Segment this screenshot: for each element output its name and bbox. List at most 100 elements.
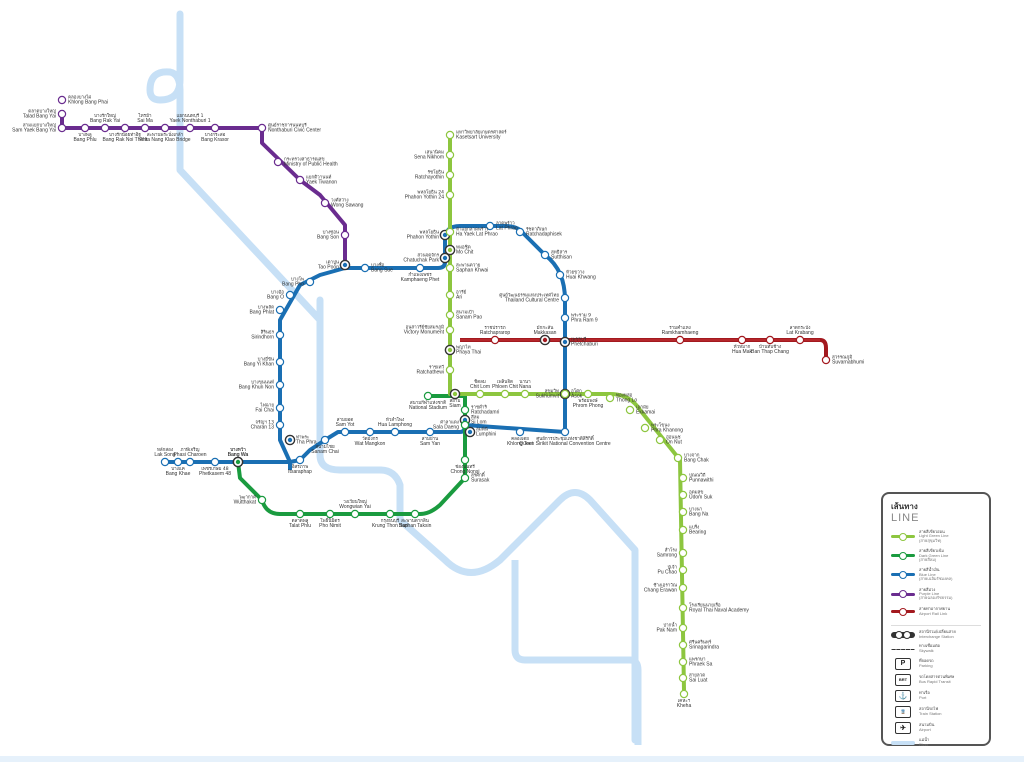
- station-marker[interactable]: [673, 453, 683, 463]
- station-marker[interactable]: [257, 495, 267, 505]
- station-marker[interactable]: [295, 175, 305, 185]
- station-marker[interactable]: [678, 473, 688, 483]
- station-marker[interactable]: [305, 277, 315, 287]
- station-marker[interactable]: [485, 221, 495, 231]
- station-marker[interactable]: [540, 250, 550, 260]
- station-marker[interactable]: [340, 427, 350, 437]
- station-marker[interactable]: [160, 457, 170, 467]
- station-marker[interactable]: [257, 123, 267, 133]
- station-marker[interactable]: [560, 313, 570, 323]
- station-marker[interactable]: [560, 389, 570, 399]
- station-marker[interactable]: [295, 509, 305, 519]
- station-marker[interactable]: [275, 420, 285, 430]
- station-marker[interactable]: [655, 435, 665, 445]
- station-marker[interactable]: [275, 380, 285, 390]
- station-marker[interactable]: [605, 393, 615, 403]
- station-marker[interactable]: [445, 190, 455, 200]
- station-marker[interactable]: [640, 423, 650, 433]
- station-marker[interactable]: [678, 640, 688, 650]
- station-marker[interactable]: [295, 455, 305, 465]
- station-marker[interactable]: [515, 427, 525, 437]
- station-marker[interactable]: [560, 427, 570, 437]
- station-marker[interactable]: [57, 95, 67, 105]
- station-marker[interactable]: [737, 335, 747, 345]
- station-label-th: โรงเรียนนายเรือ: [689, 602, 721, 609]
- station-marker[interactable]: [795, 335, 805, 345]
- station-marker[interactable]: [410, 509, 420, 519]
- station-marker[interactable]: [273, 157, 283, 167]
- station-marker[interactable]: [275, 357, 285, 367]
- station-marker[interactable]: [460, 420, 470, 430]
- station-marker[interactable]: [340, 230, 350, 240]
- station-marker[interactable]: [120, 123, 130, 133]
- station-marker[interactable]: [490, 335, 500, 345]
- station-marker[interactable]: [423, 391, 433, 401]
- station-marker[interactable]: [385, 509, 395, 519]
- station-marker[interactable]: [678, 657, 688, 667]
- station-marker[interactable]: [445, 150, 455, 160]
- station-marker[interactable]: [821, 355, 831, 365]
- station-marker[interactable]: [425, 427, 435, 437]
- station-marker[interactable]: [678, 583, 688, 593]
- station-marker[interactable]: [80, 123, 90, 133]
- station-marker[interactable]: [320, 198, 330, 208]
- station-marker[interactable]: [445, 227, 455, 237]
- station-marker[interactable]: [560, 293, 570, 303]
- station-marker[interactable]: [445, 170, 455, 180]
- station-marker[interactable]: [678, 507, 688, 517]
- station-marker[interactable]: [415, 263, 425, 273]
- station-marker[interactable]: [445, 310, 455, 320]
- station-label-th: วัดมังกร: [362, 436, 378, 442]
- station-marker[interactable]: [160, 123, 170, 133]
- station-marker[interactable]: [185, 123, 195, 133]
- station-marker[interactable]: [678, 603, 688, 613]
- station-marker[interactable]: [365, 427, 375, 437]
- station-marker[interactable]: [57, 109, 67, 119]
- station-marker[interactable]: [100, 123, 110, 133]
- station-marker[interactable]: [678, 548, 688, 558]
- station-marker[interactable]: [520, 389, 530, 399]
- station-marker[interactable]: [360, 263, 370, 273]
- station-marker[interactable]: [445, 325, 455, 335]
- station-marker[interactable]: [460, 405, 470, 415]
- station-marker[interactable]: [140, 123, 150, 133]
- station-marker[interactable]: [320, 435, 330, 445]
- station-marker[interactable]: [445, 365, 455, 375]
- station-marker[interactable]: [475, 389, 485, 399]
- station-marker[interactable]: [275, 305, 285, 315]
- station-marker[interactable]: [445, 290, 455, 300]
- station-marker[interactable]: [445, 263, 455, 273]
- station-marker[interactable]: [210, 457, 220, 467]
- station-label-en: Sam Yaek Bang Yai: [12, 128, 56, 134]
- station-marker[interactable]: [210, 123, 220, 133]
- legend-symbol-th: ทางเชื่อมต่อ: [919, 643, 940, 649]
- legend-line-swatch: [891, 570, 915, 580]
- station-marker[interactable]: [679, 689, 689, 699]
- station-label-en: Phra Ram 9: [571, 318, 598, 324]
- station-marker[interactable]: [675, 335, 685, 345]
- station-marker[interactable]: [678, 525, 688, 535]
- station-marker[interactable]: [555, 270, 565, 280]
- station-marker[interactable]: [390, 427, 400, 437]
- station-marker[interactable]: [275, 403, 285, 413]
- station-label-th: ตลาดพลู: [292, 518, 309, 524]
- station-marker[interactable]: [500, 389, 510, 399]
- station-marker[interactable]: [460, 455, 470, 465]
- station-marker[interactable]: [515, 227, 525, 237]
- station-marker[interactable]: [678, 490, 688, 500]
- station-marker[interactable]: [325, 509, 335, 519]
- station-marker[interactable]: [185, 457, 195, 467]
- station-marker[interactable]: [625, 405, 635, 415]
- station-marker[interactable]: [57, 123, 67, 133]
- station-marker[interactable]: [583, 389, 593, 399]
- station-marker[interactable]: [678, 565, 688, 575]
- station-marker[interactable]: [460, 473, 470, 483]
- station-marker[interactable]: [350, 509, 360, 519]
- station-marker[interactable]: [275, 330, 285, 340]
- station-marker[interactable]: [765, 335, 775, 345]
- station-marker[interactable]: [678, 623, 688, 633]
- station-marker[interactable]: [678, 673, 688, 683]
- station-marker[interactable]: [285, 290, 295, 300]
- station-marker[interactable]: [173, 457, 183, 467]
- station-marker[interactable]: [445, 130, 455, 140]
